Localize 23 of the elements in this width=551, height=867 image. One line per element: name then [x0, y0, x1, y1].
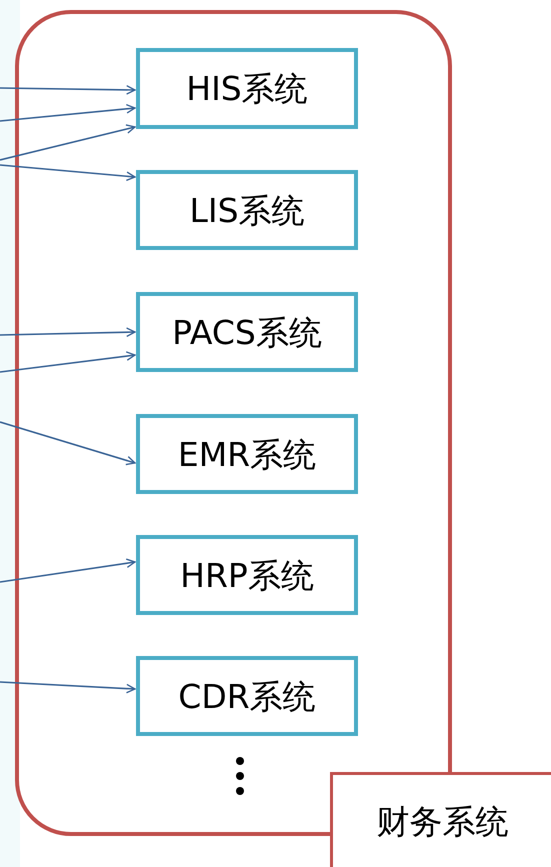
system-box: [136, 48, 358, 129]
system-label: EMR系统: [178, 438, 316, 470]
arrow: [0, 421, 136, 466]
arrow: [0, 85, 136, 95]
system-box: [136, 292, 358, 372]
arrow: [0, 681, 136, 694]
system-label: LIS系统: [189, 194, 305, 226]
system-box: [330, 772, 551, 867]
system-box: [136, 170, 358, 250]
system-box: [136, 414, 358, 494]
system-box: [136, 535, 358, 615]
system-label: CDR系统: [178, 680, 316, 712]
arrow: [0, 327, 136, 338]
arrow: [0, 104, 136, 122]
arrow: [0, 124, 136, 161]
arrow: [0, 351, 136, 373]
system-box: [136, 656, 358, 736]
system-label: HIS系统: [186, 72, 308, 105]
system-label: 财务系统: [376, 805, 508, 838]
arrow: [0, 558, 136, 583]
system-label: PACS系统: [172, 316, 322, 348]
system-label: HRP系统: [180, 558, 314, 592]
arrow: [0, 164, 136, 182]
